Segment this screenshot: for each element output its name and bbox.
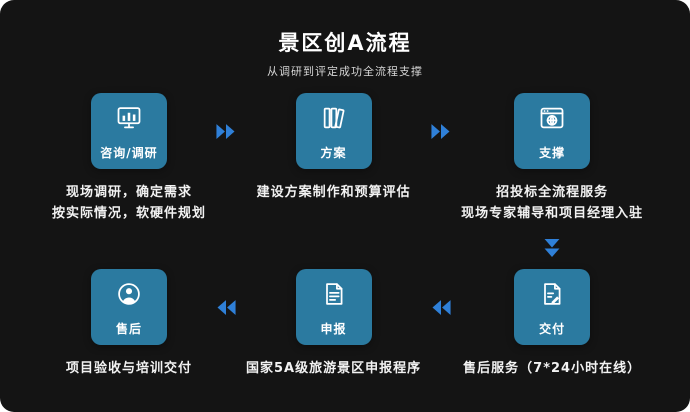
step-label: 方案 (320, 146, 347, 160)
step-desc-delivery: 售后服务（7*24小时在线） (461, 349, 643, 401)
step-label: 支撑 (539, 146, 566, 160)
step-cell-plan: 方案 (246, 89, 421, 173)
step-card-support: 支撑 (514, 93, 591, 169)
step-cell-apply: 申报 (246, 265, 421, 349)
step-card-aftersale: 售后 (91, 269, 167, 345)
arrow-cell (421, 89, 461, 173)
step-desc-aftersale: 项目验收与培训交付 (52, 349, 206, 401)
arrow-right-icon (215, 123, 237, 140)
step-card-plan: 方案 (295, 93, 372, 169)
step-card-apply: 申报 (295, 269, 372, 345)
step-card-delivery: 交付 (514, 269, 591, 345)
header: 景区创A流程 从调研到评定成功全流程支撑 (0, 0, 690, 79)
arrow-cell (421, 265, 461, 349)
step-desc-apply: 国家5A级旅游景区申报程序 (246, 349, 421, 401)
step-label: 咨询/调研 (100, 146, 158, 160)
step-desc-line: 项目验收与培训交付 (66, 361, 193, 376)
step-cell-support: 支撑 (461, 89, 643, 173)
step-cell-delivery: 交付 (461, 265, 643, 349)
step-desc-line: 现场专家辅导和项目经理入驻 (461, 206, 644, 222)
page-subtitle: 从调研到评定成功全流程支撑 (267, 65, 423, 78)
arrow-right-icon (430, 123, 452, 140)
step-cell-aftersale: 售后 (52, 265, 206, 349)
arrow-down-icon (541, 238, 563, 257)
step-label: 交付 (539, 322, 566, 336)
step-desc-line: 招投标全流程服务 (496, 185, 609, 200)
browser-globe-icon (538, 103, 566, 133)
document-icon (320, 279, 348, 309)
step-desc-line: 按实际情况，软硬件规划 (52, 206, 207, 222)
arrow-left-icon (215, 299, 237, 316)
customer-service-icon (115, 279, 143, 309)
step-label: 申报 (320, 322, 347, 336)
step-desc-line: 售后服务（7*24小时在线） (463, 361, 642, 376)
document-sign-icon (538, 279, 566, 309)
step-card-consult: 咨询/调研 (91, 93, 167, 169)
step-desc-consult: 现场调研，确定需求 按实际情况，软硬件规划 (52, 173, 206, 231)
step-desc-line: 建设方案制作和预算评估 (256, 185, 411, 200)
step-cell-consult: 咨询/调研 (52, 89, 206, 173)
bar-chart-icon (115, 103, 143, 133)
step-desc-support: 招投标全流程服务 现场专家辅导和项目经理入驻 (461, 173, 643, 231)
arrow-cell (461, 231, 643, 265)
step-label: 售后 (115, 322, 142, 336)
page-title: 景区创A流程 (278, 31, 412, 55)
step-desc-line: 现场调研，确定需求 (66, 185, 193, 200)
arrow-cell (206, 265, 246, 349)
process-flow: 咨询/调研 方案 (0, 79, 690, 401)
arrow-cell (206, 89, 246, 173)
arrow-left-icon (430, 299, 452, 316)
books-icon (320, 103, 348, 133)
step-desc-line: 国家5A级旅游景区申报程序 (246, 361, 422, 376)
step-desc-plan: 建设方案制作和预算评估 (246, 173, 421, 231)
